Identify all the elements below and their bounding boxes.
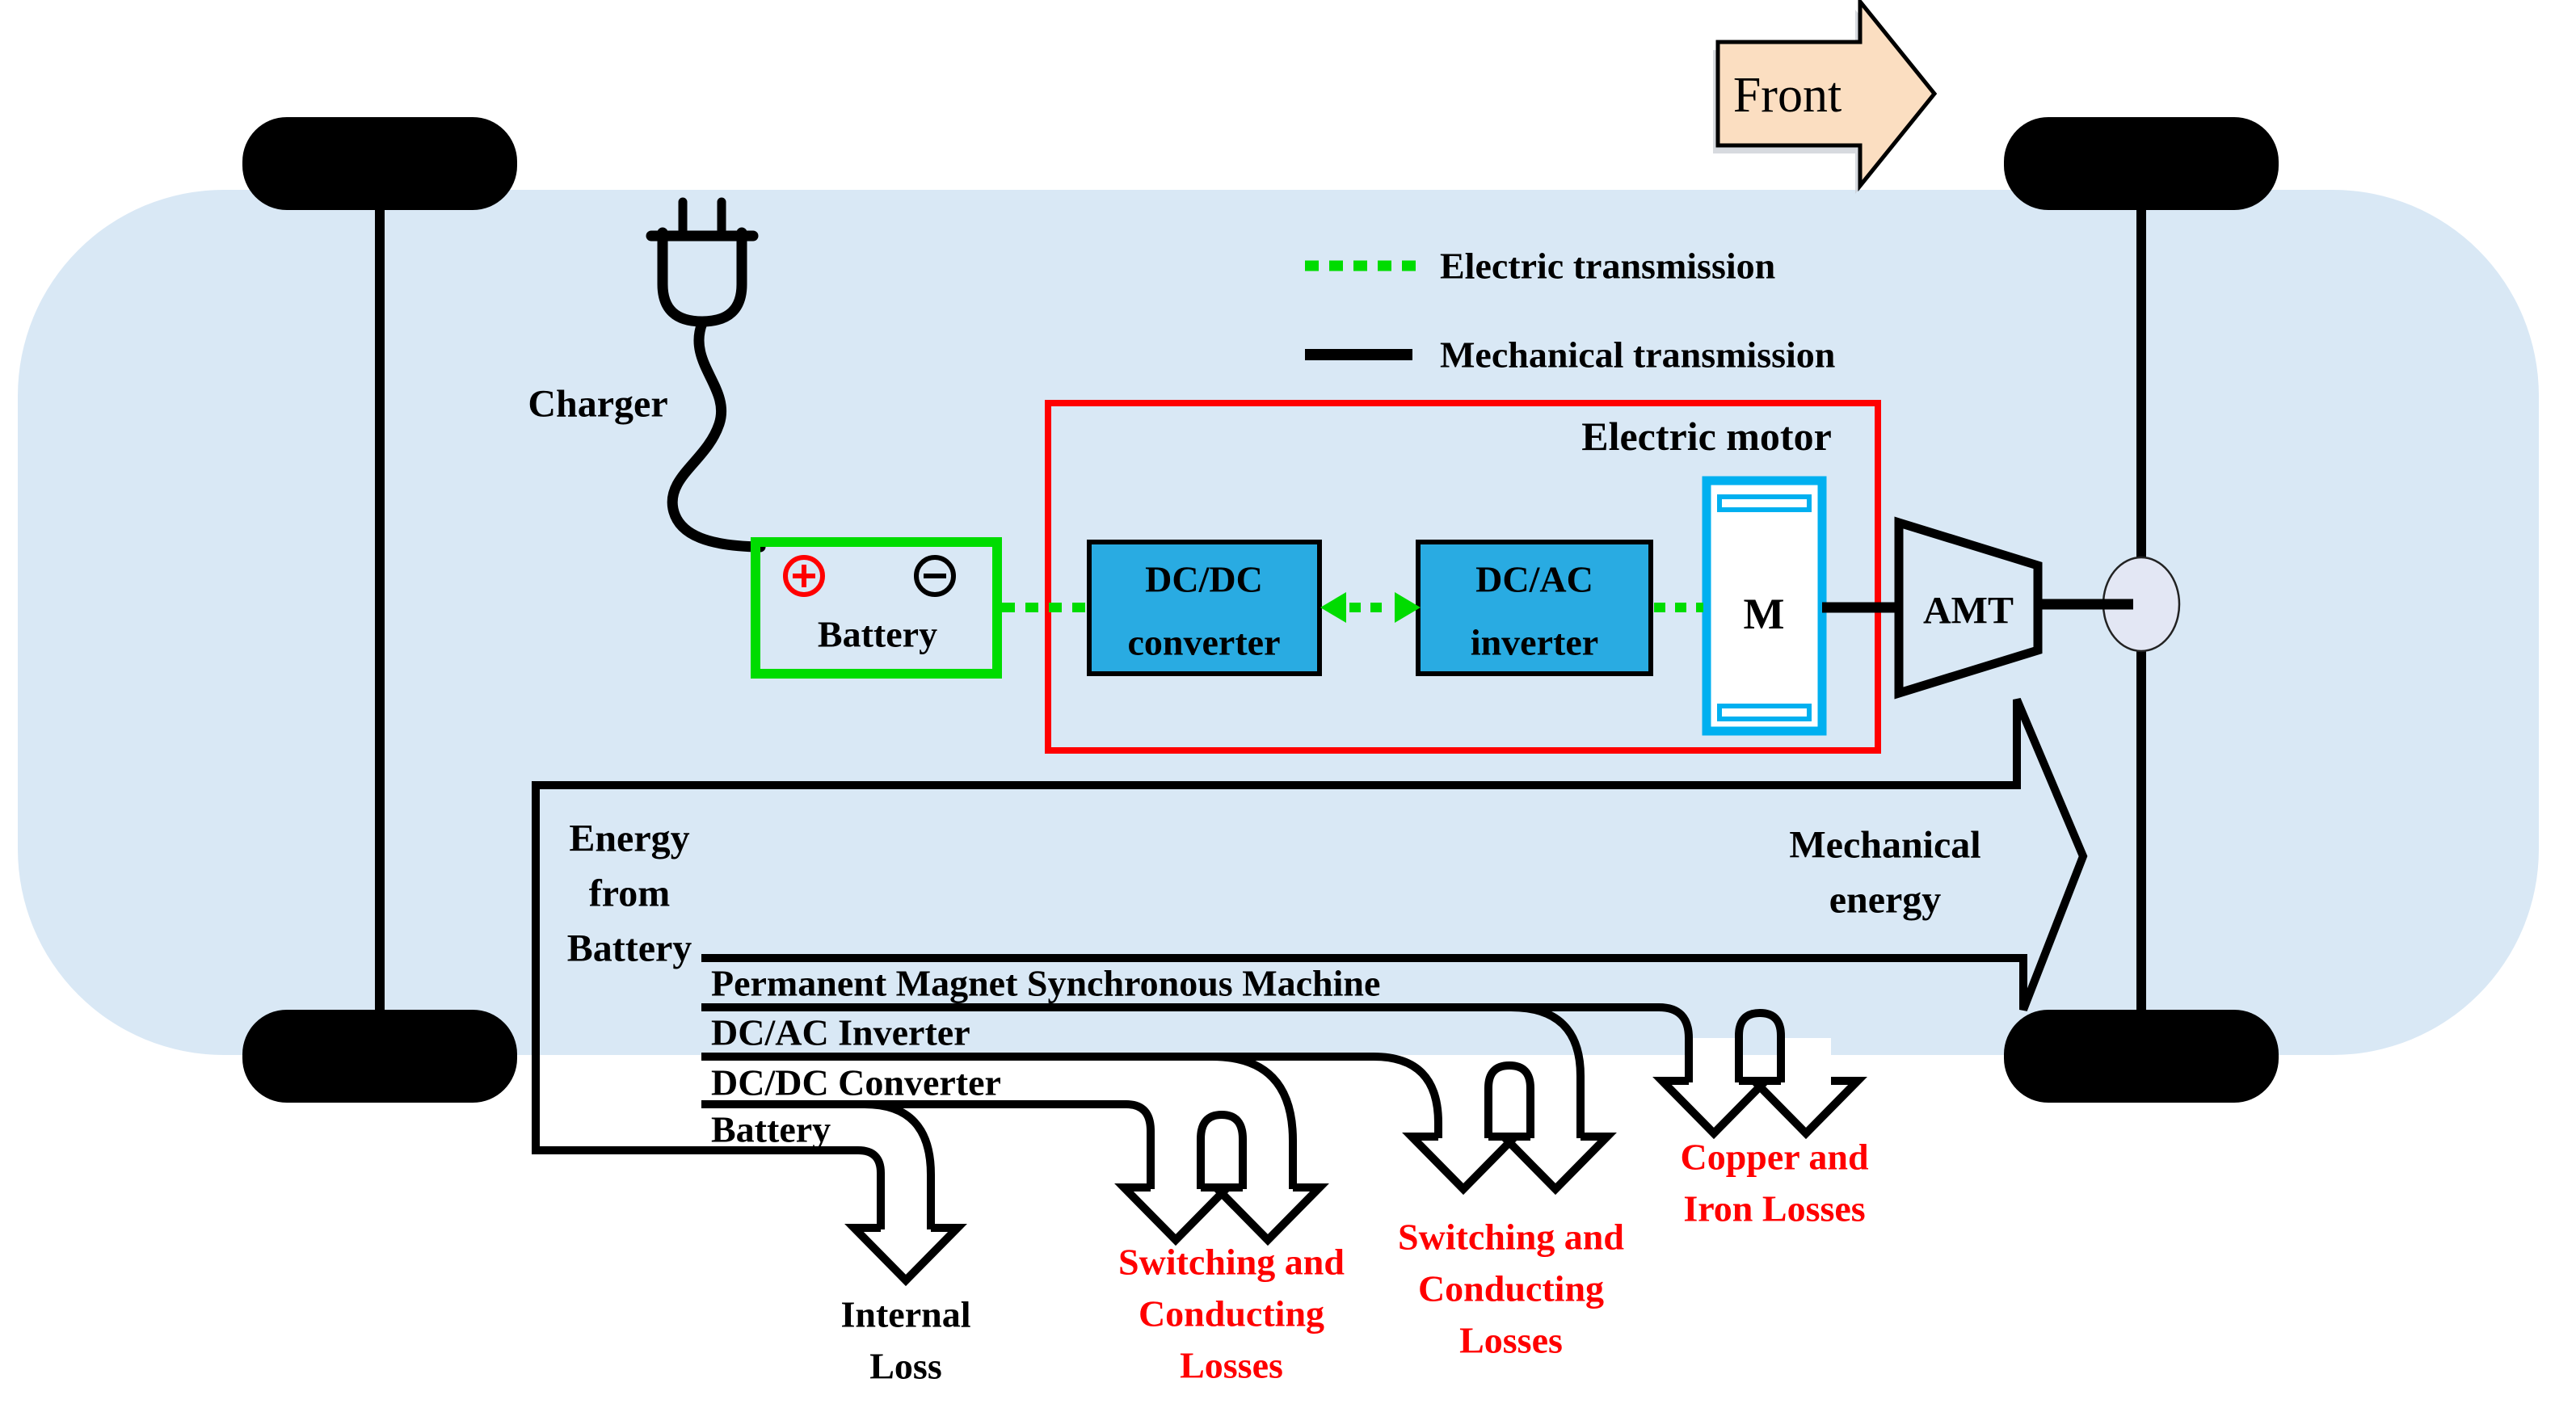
dcdc-converter-box xyxy=(1087,540,1322,676)
legend-electric-label: Electric transmission xyxy=(1440,246,1775,287)
stage-label-pmsm: Permanent Magnet Synchronous Machine xyxy=(711,963,1380,1004)
divider-dcdc-pair xyxy=(1197,1110,1247,1189)
legend: Electric transmission Mechanical transmi… xyxy=(1305,246,1835,376)
loss-dcac-line3: Losses xyxy=(1459,1320,1563,1361)
amt-gearbox xyxy=(1894,516,2043,700)
energy-flow-outlines xyxy=(532,698,2088,1287)
charger xyxy=(646,197,766,553)
dcac-label-line1: DC/AC xyxy=(1475,559,1593,600)
divider-pmsm-pair xyxy=(1735,1008,1785,1082)
flow-fork-battery-loss xyxy=(864,1100,935,1229)
motor-label: M xyxy=(1744,590,1785,638)
loss-dcac-line2: Conducting xyxy=(1418,1268,1604,1309)
electric-motor-boundary xyxy=(1045,400,1881,754)
dcac-inverter-box xyxy=(1416,540,1653,676)
link-arrowhead-right-icon xyxy=(1395,592,1421,623)
battery xyxy=(751,537,1002,679)
energy-source-line1: Energy xyxy=(569,817,689,860)
loss-dcdc-line1: Switching and xyxy=(1118,1242,1345,1283)
dcdc-label-line1: DC/DC xyxy=(1145,559,1263,600)
wheel-front-left-icon xyxy=(242,117,517,210)
divider-dcac-pair xyxy=(1484,1061,1534,1138)
loss-arrowhead-pmsm-2 xyxy=(1745,1077,1867,1140)
electric-links xyxy=(1002,592,1703,623)
flow-line-pmsm-bottom xyxy=(701,1003,1693,1082)
flow-top-and-mechanical-arrow xyxy=(536,698,2088,1011)
electric-motor-label: Electric motor xyxy=(1581,414,1832,459)
loss-pmsm-line1: Copper and xyxy=(1680,1137,1868,1178)
charger-label: Charger xyxy=(528,383,667,426)
mechanical-energy-line1: Mechanical xyxy=(1789,824,1980,867)
charger-cable xyxy=(667,317,766,553)
energy-flow-labels: Energy from Battery Mechanical energy Pe… xyxy=(567,817,1981,1150)
loss-arrowhead-dcdc-2 xyxy=(1206,1183,1329,1246)
front-arrow-shape xyxy=(1715,0,1938,192)
axle-left xyxy=(375,210,385,1010)
legend-mechanical-label: Mechanical transmission xyxy=(1440,334,1835,376)
loss-internal-line1: Internal xyxy=(841,1294,971,1335)
motor-end-bar-top-icon xyxy=(1717,494,1812,512)
loss-pmsm-line2: Iron Losses xyxy=(1683,1188,1865,1229)
loss-labels: Internal Loss Switching and Conducting L… xyxy=(841,1137,1869,1387)
front-arrow-label: Front xyxy=(1733,68,1842,123)
battery-box xyxy=(751,537,1002,679)
amt-label: AMT xyxy=(1923,590,2014,633)
energy-source-line2: from xyxy=(589,872,670,915)
dcdc-label-line2: converter xyxy=(1128,622,1281,663)
loss-arrowhead-dcac-2 xyxy=(1494,1133,1617,1196)
dcac-label-line2: inverter xyxy=(1471,622,1598,663)
wheel-rear-left-icon xyxy=(242,1010,517,1103)
stage-label-battery: Battery xyxy=(711,1109,831,1150)
minus-terminal-icon xyxy=(914,555,956,597)
wheel-front-right-icon xyxy=(2004,117,2279,210)
loss-dcdc-line2: Conducting xyxy=(1139,1293,1324,1334)
link-arrowhead-left-icon xyxy=(1320,592,1346,623)
wheel-rear-right-icon xyxy=(2004,1010,2279,1103)
front-arrow: Front xyxy=(1713,0,1938,194)
mechanical-energy-line2: energy xyxy=(1829,879,1942,922)
flow-fork-dcac-loss xyxy=(1211,1053,1297,1189)
flow-line-dcdc-bottom xyxy=(701,1100,1155,1189)
loss-dcdc-line3: Losses xyxy=(1180,1345,1283,1386)
flow-outer-left-bottom xyxy=(532,781,885,1229)
stage-label-dcac: DC/AC Inverter xyxy=(711,1012,970,1053)
flow-fork-pmsm-loss xyxy=(1510,1003,1585,1138)
loss-arrowhead-internal xyxy=(844,1224,967,1287)
motor-end-bar-bottom-icon xyxy=(1717,704,1812,721)
plus-terminal-icon xyxy=(783,555,825,597)
energy-source-line3: Battery xyxy=(567,927,692,970)
flow-line-dcac-bottom xyxy=(701,1053,1442,1138)
loss-dcac-line1: Switching and xyxy=(1398,1217,1624,1258)
battery-label: Battery xyxy=(818,614,937,655)
stage-label-dcdc: DC/DC Converter xyxy=(711,1062,1001,1103)
loss-internal-line2: Loss xyxy=(869,1346,941,1387)
